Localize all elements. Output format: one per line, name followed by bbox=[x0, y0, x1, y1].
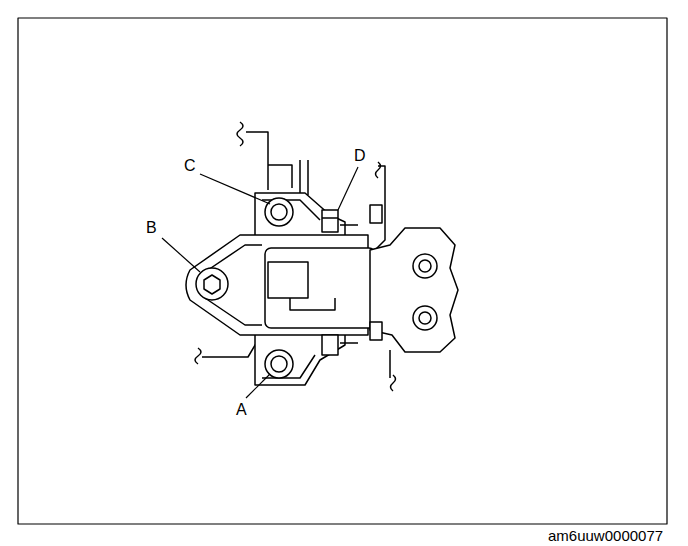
nut bbox=[370, 322, 382, 340]
bolt-head bbox=[419, 260, 431, 272]
insulator-core bbox=[268, 262, 308, 298]
bolt bbox=[265, 198, 293, 226]
bolt bbox=[196, 268, 228, 300]
bolt-head bbox=[204, 275, 220, 294]
mount-bracket bbox=[370, 228, 458, 352]
callout-letter: B bbox=[146, 220, 157, 236]
bolt bbox=[265, 350, 293, 378]
stud bbox=[300, 160, 308, 195]
rubber-insulator bbox=[265, 248, 375, 328]
bolt-head bbox=[271, 356, 287, 372]
bolt-head bbox=[271, 204, 287, 220]
figure-code: am6uuw0000077 bbox=[548, 528, 663, 543]
leader-line bbox=[338, 167, 358, 210]
insulator-core bbox=[290, 298, 335, 310]
leader-line bbox=[246, 374, 270, 398]
nut-edge bbox=[340, 342, 358, 344]
frame-border bbox=[18, 18, 667, 524]
bolt-head bbox=[419, 312, 431, 324]
nut bbox=[370, 205, 382, 223]
callout-letter: C bbox=[184, 158, 196, 174]
bolt bbox=[413, 254, 437, 278]
break-line bbox=[390, 350, 396, 391]
callout-letter: A bbox=[236, 402, 247, 418]
nut-edge bbox=[322, 218, 358, 225]
bolt bbox=[413, 306, 437, 330]
leader-line bbox=[162, 238, 200, 272]
break-line bbox=[195, 340, 258, 364]
break-line bbox=[237, 122, 292, 190]
leader-line bbox=[200, 174, 270, 204]
nut bbox=[322, 210, 338, 232]
callout-letter: D bbox=[354, 148, 366, 164]
nut bbox=[322, 335, 338, 355]
